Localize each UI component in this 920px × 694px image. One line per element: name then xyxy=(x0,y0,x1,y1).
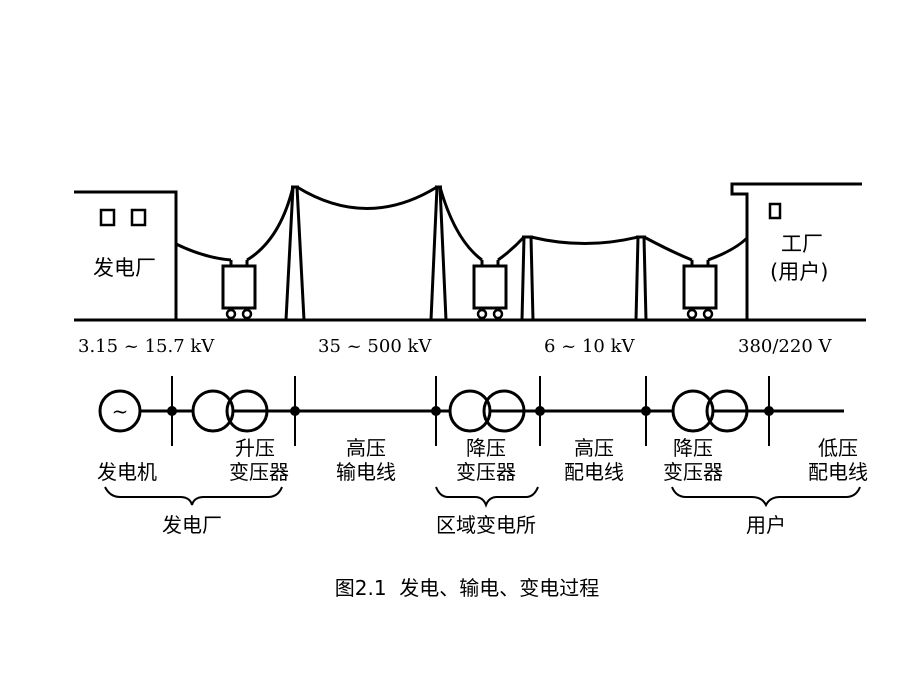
voltage-generator: 3.15 ~ 15.7 kV xyxy=(78,336,215,357)
group-label-plant: 发电厂 xyxy=(162,513,222,537)
brace-plant xyxy=(104,486,283,506)
label-step-down-b-line1: 降压 xyxy=(673,436,713,460)
label-hv-line-line1: 高压 xyxy=(346,436,386,460)
label-step-down-a-line2: 变压器 xyxy=(456,460,516,484)
label-hv-dist-line1: 高压 xyxy=(574,436,614,460)
label-step-down-b-line2: 变压器 xyxy=(663,460,723,484)
wire-tower-to-substation xyxy=(438,186,483,262)
figure-caption: 图2.1 发电、输电、变电过程 xyxy=(335,576,600,600)
generator-symbol: ~ xyxy=(112,399,129,423)
distribution-pole-left xyxy=(520,235,535,321)
wire-transformer-to-factory xyxy=(707,236,749,262)
power-plant-label: 发电厂 xyxy=(93,256,156,280)
factory-window xyxy=(768,202,782,220)
distribution-pole-right xyxy=(634,235,648,321)
label-hv-line-line2: 输电线 xyxy=(336,460,396,484)
step-up-transformer xyxy=(221,260,257,320)
generator-icon xyxy=(98,389,142,433)
step-down-transformer-b xyxy=(682,260,718,320)
hv-tower-right xyxy=(429,185,448,321)
label-lv-dist-line1: 低压 xyxy=(818,436,858,460)
label-step-down-a-line1: 降压 xyxy=(466,436,506,460)
label-lv-dist-line2: 配电线 xyxy=(808,460,868,484)
group-label-substation: 区域变电所 xyxy=(436,513,536,537)
junction-dots xyxy=(167,406,774,416)
power-plant-building xyxy=(74,190,178,320)
wire-plant-to-transformer xyxy=(175,242,232,262)
step-down-transformer-a xyxy=(472,260,508,320)
factory-label-line1: 工厂 xyxy=(781,232,823,256)
label-generator: 发电机 xyxy=(97,460,157,484)
voltage-distribution: 6 ~ 10 kV xyxy=(544,336,636,357)
hv-tower-left xyxy=(284,185,306,321)
group-label-user: 用户 xyxy=(746,513,786,537)
factory-building xyxy=(730,182,862,320)
label-hv-dist-line2: 配电线 xyxy=(564,460,624,484)
wire-substation-to-pole xyxy=(497,235,526,262)
voltage-user: 380/220 V xyxy=(738,336,832,357)
voltage-transmission: 35 ~ 500 kV xyxy=(318,336,432,357)
wire-transformer-to-tower xyxy=(246,186,295,262)
factory-label-line2: (用户) xyxy=(770,260,828,284)
label-step-up-line1: 升压 xyxy=(235,436,275,460)
wire-hv-span xyxy=(296,185,438,210)
plant-window-left xyxy=(99,208,116,227)
transformer-icon-user xyxy=(671,389,749,433)
label-step-up-line2: 变压器 xyxy=(229,460,289,484)
transformer-icon-step-up xyxy=(191,389,269,433)
wire-pole-to-user-transformer xyxy=(643,235,693,262)
brace-user xyxy=(671,486,861,508)
plant-window-right xyxy=(130,208,147,227)
transformer-icon-substation xyxy=(448,389,526,433)
wire-distribution-span xyxy=(530,235,639,245)
brace-substation xyxy=(435,486,539,508)
